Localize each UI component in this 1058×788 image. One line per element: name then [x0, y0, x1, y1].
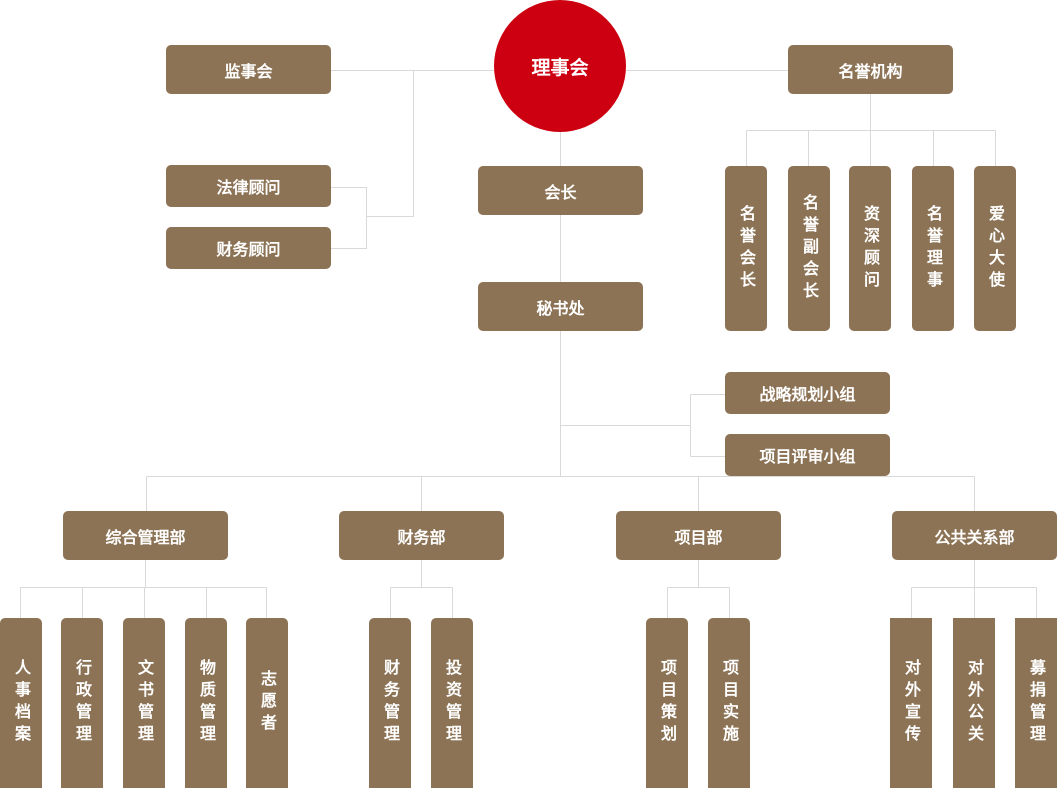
unit-node[interactable]: 文书管理 [123, 618, 165, 788]
legal-advisor-node[interactable]: 法律顾问 [166, 165, 331, 207]
unit-node[interactable]: 募捐管理 [1015, 618, 1057, 788]
unit-node[interactable]: 人事档案 [0, 618, 42, 788]
connector [667, 560, 730, 618]
unit-node[interactable]: 对外公关 [953, 618, 995, 788]
connector [146, 476, 975, 511]
honorary-member-node[interactable]: 资深顾问 [849, 166, 891, 331]
unit-node[interactable]: 物质管理 [185, 618, 227, 788]
connector [20, 560, 267, 618]
secretariat-node[interactable]: 秘书处 [478, 282, 643, 331]
department-node[interactable]: 财务部 [339, 511, 504, 560]
unit-node[interactable]: 财务管理 [369, 618, 411, 788]
honorary-body-node[interactable]: 名誉机构 [788, 45, 953, 94]
connector [560, 394, 725, 457]
honorary-member-node[interactable]: 爱心大使 [974, 166, 1016, 331]
strategy-group-node[interactable]: 战略规划小组 [725, 372, 890, 414]
connector [911, 560, 1037, 618]
honorary-member-node[interactable]: 名誉理事 [912, 166, 954, 331]
unit-node[interactable]: 项目策划 [646, 618, 688, 788]
honorary-member-node[interactable]: 名誉副会长 [788, 166, 830, 331]
unit-node[interactable]: 志愿者 [246, 618, 288, 788]
honorary-member-node[interactable]: 名誉会长 [725, 166, 767, 331]
financial-advisor-node[interactable]: 财务顾问 [166, 227, 331, 269]
board-of-directors-node[interactable]: 理事会 [494, 0, 626, 132]
department-node[interactable]: 综合管理部 [63, 511, 228, 560]
unit-node[interactable]: 行政管理 [61, 618, 103, 788]
department-node[interactable]: 项目部 [616, 511, 781, 560]
unit-node[interactable]: 项目实施 [708, 618, 750, 788]
connector [746, 94, 996, 166]
project-review-group-node[interactable]: 项目评审小组 [725, 434, 890, 476]
unit-node[interactable]: 投资管理 [431, 618, 473, 788]
connector [390, 560, 453, 618]
president-node[interactable]: 会长 [478, 166, 643, 215]
supervisory-board-node[interactable]: 监事会 [166, 45, 331, 94]
department-node[interactable]: 公共关系部 [892, 511, 1057, 560]
unit-node[interactable]: 对外宣传 [890, 618, 932, 788]
connector [331, 70, 414, 249]
